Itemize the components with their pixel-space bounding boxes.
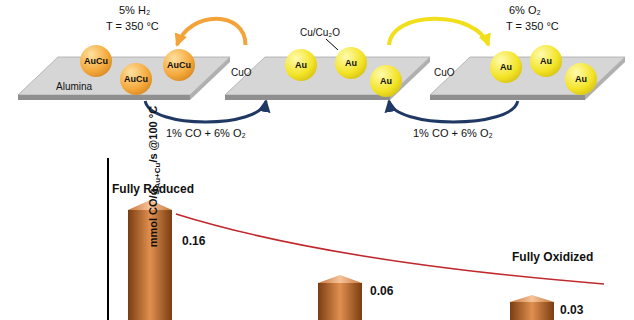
particle-label: AuCu <box>167 60 191 70</box>
plate-front <box>430 95 585 100</box>
edge-label: 6% O₂ <box>508 4 542 16</box>
leader-line <box>326 39 338 50</box>
plate-label: CuO <box>434 67 455 78</box>
particle-label: Au <box>540 56 552 66</box>
plate-label: Alumina <box>56 81 92 92</box>
transformation-arrow <box>389 101 518 122</box>
nanoparticle-sphere: AuCu <box>163 49 195 81</box>
alumina-plate: AluminaAuCuAuCuAuCu <box>18 45 230 101</box>
nanoparticle-sphere: Au <box>370 65 402 97</box>
alumina-plate: CuOAuAuAu <box>430 45 625 101</box>
edge-label: 1% CO + 6% O₂ <box>412 127 494 139</box>
value-label: 0.06 <box>370 284 393 298</box>
nanoparticle-sphere: Au <box>335 47 367 79</box>
trend-curve <box>176 214 604 284</box>
edge-label: 1% CO + 6% O₂ <box>165 127 247 139</box>
nanoparticle-sphere: Au <box>490 51 522 83</box>
value-label: 0.03 <box>560 303 583 317</box>
bar <box>318 283 362 320</box>
nanoparticle-sphere: Au <box>565 63 597 95</box>
transformation-arrow <box>389 19 489 45</box>
edge-label: 5% H₂ <box>118 4 151 16</box>
particle-label: Au <box>295 60 307 70</box>
y-axis <box>107 158 109 320</box>
transformation-arrow <box>177 19 246 45</box>
particle-label: AuCu <box>124 74 148 84</box>
nanoparticle-sphere: AuCu <box>80 45 112 77</box>
particle-label: Au <box>575 74 587 84</box>
plate-label: CuO <box>231 67 252 78</box>
particle-label: Au <box>500 62 512 72</box>
value-label: 0.16 <box>182 234 205 248</box>
condition-label: T = 350 °C <box>106 20 159 32</box>
nanoparticle-sphere: Au <box>285 49 317 81</box>
plate-front <box>18 95 190 100</box>
bar-top <box>510 295 554 302</box>
particle-label: Au <box>380 76 392 86</box>
phase-label: Cu/Cu₂O <box>300 27 340 38</box>
condition-label: T = 350 °C <box>506 20 559 32</box>
transformation-arrow <box>145 101 266 122</box>
plate-front <box>225 95 390 100</box>
axis-title-part: mmol CO/g <box>148 189 160 248</box>
axis-title: mmol CO/gAu+Cu/s @100 °C <box>148 106 163 247</box>
state-label: Fully Oxidized <box>512 250 593 264</box>
bar <box>510 302 554 320</box>
particle-label: AuCu <box>84 56 108 66</box>
nanoparticle-sphere: Au <box>530 45 562 77</box>
bar-top <box>318 275 362 283</box>
axis-title-part: Au+Cu <box>154 163 163 189</box>
nanoparticle-sphere: AuCu <box>120 63 152 95</box>
axis-title-part: /s @100 °C <box>148 106 160 163</box>
particle-label: Au <box>345 58 357 68</box>
plate-side <box>190 57 230 100</box>
alumina-plate: CuOAuAuAu <box>225 45 430 101</box>
